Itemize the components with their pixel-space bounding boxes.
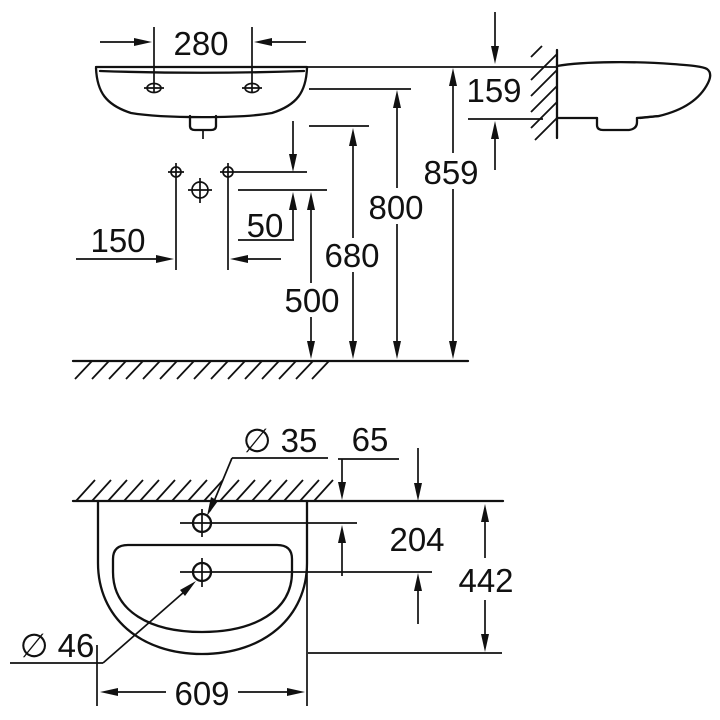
basin-side-drain-tab	[595, 116, 639, 132]
extension-line	[153, 27, 253, 93]
dim-line	[238, 121, 294, 241]
arrowhead-left	[254, 38, 272, 46]
arrowhead-up	[414, 573, 422, 591]
dim-680-label: 680	[324, 237, 379, 274]
dim-150: 150	[76, 222, 281, 263]
plan-wall-hatching	[75, 479, 334, 502]
tap-hole-crosshair	[180, 509, 357, 537]
dim-280: 280	[100, 25, 306, 93]
leader-line	[102, 591, 185, 664]
arrowhead-right	[287, 688, 305, 696]
extension-line	[96, 560, 308, 706]
label-d46: ∅ 46	[10, 581, 196, 664]
dim-204: 204	[389, 448, 445, 624]
fixing-hole-right-cross	[220, 163, 307, 270]
dim-859-label: 859	[423, 154, 478, 191]
arrowhead-down	[481, 634, 489, 652]
arrowhead-down	[414, 483, 422, 501]
basin-front-rim-inner	[98, 69, 306, 74]
dim-150-label: 150	[90, 222, 145, 259]
dim-500-label: 500	[284, 282, 339, 319]
arrowhead-up	[449, 68, 457, 86]
dim-800: 800	[309, 88, 424, 359]
arrowhead-left	[230, 255, 248, 263]
basin-side-bottom	[555, 114, 661, 120]
dim-800-label: 800	[368, 189, 423, 226]
waste-hole-crosshair	[180, 558, 432, 587]
ground-hatching	[74, 360, 330, 380]
label-d35: ∅ 35	[207, 422, 328, 516]
plan-view	[71, 479, 505, 656]
arrowhead-up	[338, 525, 346, 543]
front-view	[94, 65, 309, 139]
dim-204-label: 204	[389, 521, 444, 558]
leader-arrowhead	[207, 497, 218, 516]
arrowhead-down	[307, 341, 315, 359]
wall-hatching	[530, 45, 558, 141]
floor-line	[71, 359, 470, 380]
arrowhead-left	[100, 688, 118, 696]
dim-50-label: 50	[247, 207, 284, 244]
dim-65: 65	[338, 421, 399, 576]
arrowhead-up	[289, 192, 297, 210]
basin-front-body-outline	[94, 66, 309, 119]
arrowhead-down	[449, 341, 457, 359]
arrowhead-up	[307, 192, 315, 210]
basin-side-outline	[555, 61, 712, 120]
side-view	[530, 45, 712, 141]
dim-442-label: 442	[458, 562, 513, 599]
arrowhead-down	[491, 46, 499, 64]
dim-280-label: 280	[173, 25, 228, 62]
dim-859: 859	[307, 66, 557, 359]
dim-d46-label: ∅ 46	[20, 627, 95, 664]
dim-d35-label: ∅ 35	[243, 422, 318, 459]
basin-plan-outer-outline	[96, 499, 309, 656]
fixing-template	[168, 163, 327, 270]
arrowhead-down	[349, 341, 357, 359]
dim-609-label: 609	[174, 675, 229, 712]
fixing-hole-left-cross	[168, 163, 184, 270]
arrowhead-up	[393, 90, 401, 108]
arrowhead-right	[156, 255, 174, 263]
dim-159: 159	[466, 12, 543, 170]
basin-plan-inner-bowl	[111, 543, 294, 634]
arrowhead-up	[491, 121, 499, 139]
arrowhead-down	[338, 482, 346, 500]
dim-609: 609	[96, 560, 308, 712]
dim-500: 500	[284, 192, 340, 359]
leader-arrowhead	[180, 581, 196, 596]
dim-442: 442	[308, 504, 514, 654]
dim-65-label: 65	[352, 421, 389, 458]
arrowhead-up	[349, 128, 357, 146]
dim-159-label: 159	[466, 72, 521, 109]
arrowhead-up	[481, 504, 489, 522]
dim-50: 50	[238, 121, 297, 244]
arrowhead-down	[289, 154, 297, 172]
waste-outlet-cross	[188, 178, 212, 203]
arrowhead-right	[134, 38, 152, 46]
arrowhead-down	[393, 341, 401, 359]
dim-680: 680	[309, 125, 380, 359]
